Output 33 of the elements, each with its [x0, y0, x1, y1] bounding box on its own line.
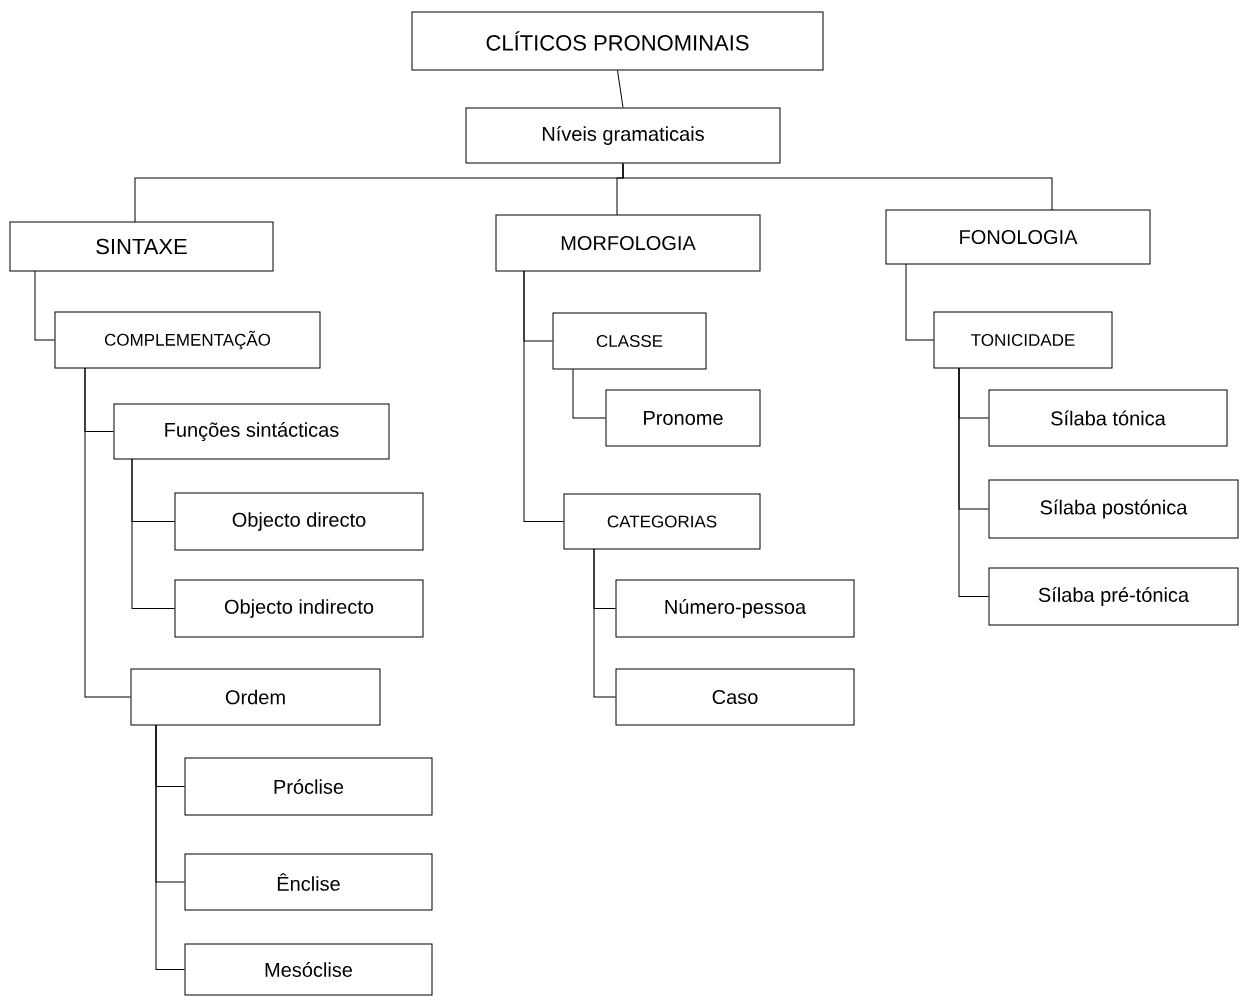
connector-line: [155, 724, 185, 970]
connector-line: [572, 368, 606, 419]
category-box: Níveis gramaticais: [465, 107, 781, 164]
connector-line: [905, 263, 934, 341]
connector-line: [617, 70, 624, 108]
category-box: Ênclise: [184, 853, 433, 911]
category-box: Número-pessoa: [615, 579, 855, 638]
category-box: Caso: [615, 668, 855, 726]
category-box: Pronome: [605, 389, 761, 447]
category-box: Funções sintácticas: [113, 403, 390, 460]
connector-line: [34, 270, 55, 341]
category-box: SINTAXE: [9, 221, 274, 272]
category-box: Próclise: [184, 757, 433, 816]
category-box: CLÍTICOS PRONOMINAIS: [411, 11, 824, 71]
category-box: Ordem: [130, 668, 381, 726]
connector-line: [523, 270, 564, 522]
connector-line: [593, 548, 616, 698]
category-box: COMPLEMENTAÇÃO: [54, 311, 321, 369]
category-box: MORFOLOGIA: [495, 214, 761, 272]
category-box: Sílaba tónica: [988, 389, 1228, 447]
category-box: Sílaba postónica: [988, 479, 1239, 539]
category-box: Objecto indirecto: [174, 579, 424, 638]
connector-line: [622, 163, 1053, 211]
category-box: Objecto directo: [174, 492, 424, 551]
category-box: CLASSE: [552, 312, 707, 370]
connector-line: [958, 367, 989, 597]
connector-line: [84, 367, 131, 698]
connector-line: [131, 458, 175, 609]
category-box: TONICIDADE: [933, 311, 1113, 369]
category-box: Mesóclise: [184, 943, 433, 996]
category-box: Sílaba pré-tónica: [988, 567, 1239, 626]
category-box: FONOLOGIA: [885, 209, 1151, 265]
category-box: CATEGORIAS: [563, 493, 761, 550]
